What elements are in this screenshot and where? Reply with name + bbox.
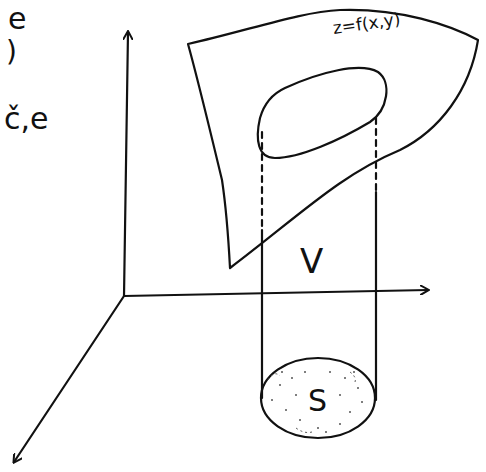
margin-note: ): [6, 38, 17, 66]
base-region: [261, 358, 375, 438]
column-edge: [375, 118, 377, 192]
volume-label: V: [300, 244, 323, 278]
region-label: S: [308, 386, 327, 416]
column-edge: [261, 132, 263, 230]
stipple: [271, 371, 363, 433]
x-axis: [14, 296, 124, 462]
margin-note: č,e: [4, 104, 49, 134]
z-axis: [124, 32, 128, 296]
margin-note: e: [8, 4, 26, 34]
y-axis: [124, 290, 428, 296]
column-edge: [261, 230, 263, 398]
column-edge: [375, 192, 377, 400]
surface: [188, 10, 478, 268]
surface-patch: [258, 68, 387, 158]
